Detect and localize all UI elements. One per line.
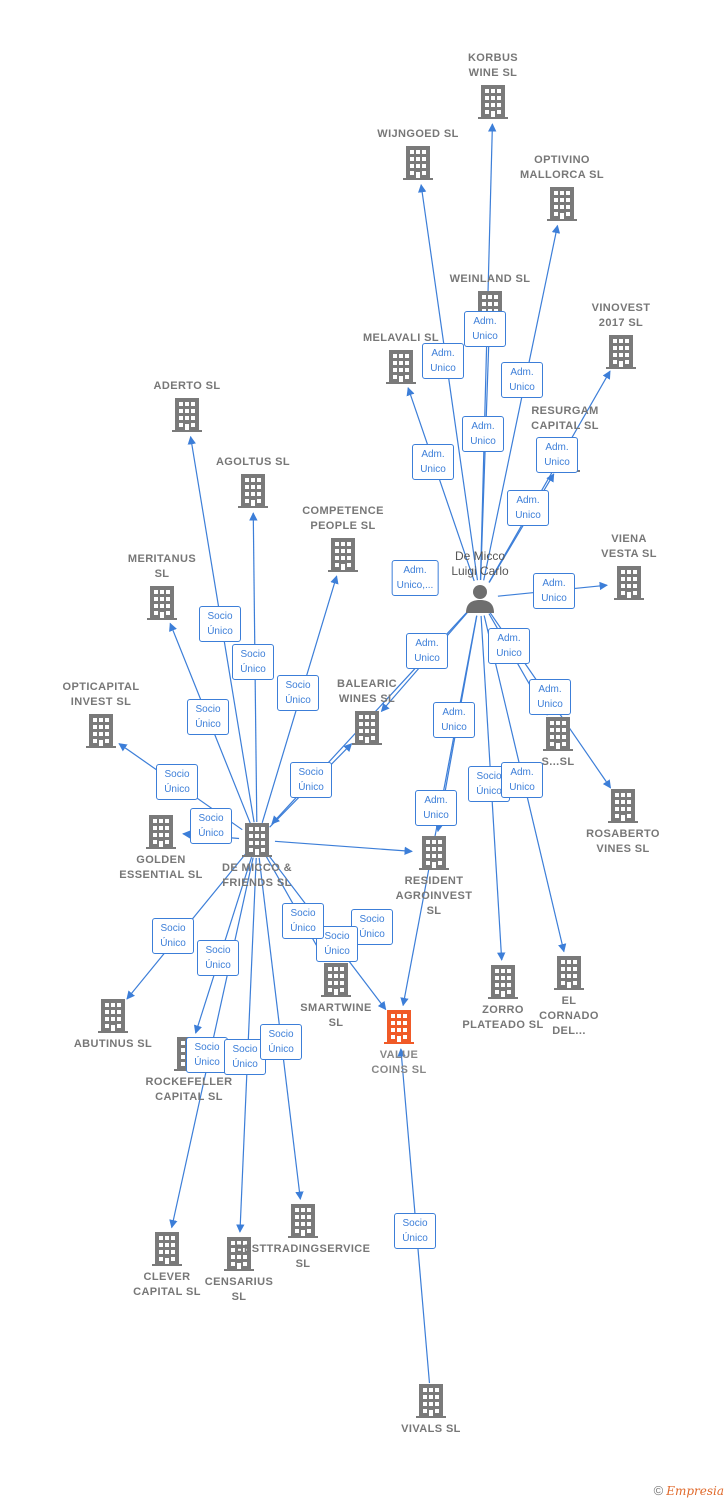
node-label-wijngoed: WIJNGOED SL bbox=[377, 128, 459, 140]
edge-label: Socio Único bbox=[282, 903, 324, 939]
node-label-golden: GOLDEN ESSENTIAL SL bbox=[119, 854, 203, 881]
building-icon-sl_right[interactable] bbox=[543, 717, 573, 751]
node-label-sl_right: S...SL bbox=[541, 756, 575, 768]
edge-person-wijngoed bbox=[418, 183, 479, 581]
node-label-besttrading: BESTTRADINGSERVICE SL bbox=[235, 1243, 371, 1270]
building-icon-besttrading[interactable] bbox=[288, 1204, 318, 1238]
building-icon-melavali[interactable] bbox=[386, 350, 416, 384]
edge-label: Adm. Unico bbox=[501, 362, 543, 398]
node-label-clever: CLEVER CAPITAL SL bbox=[133, 1271, 201, 1298]
building-icon-balearic[interactable] bbox=[352, 711, 382, 745]
edge-label: Adm. Unico bbox=[462, 416, 504, 452]
edge-label: Socio Único bbox=[232, 644, 274, 680]
node-label-agoltus: AGOLTUS SL bbox=[215, 456, 291, 468]
node-label-korbus: KORBUS WINE SL bbox=[467, 52, 519, 79]
node-label-resident: RESIDENT AGROINVEST SL bbox=[395, 875, 473, 917]
edge-label: Adm. Unico,... bbox=[391, 560, 439, 596]
building-icon-smartwine[interactable] bbox=[321, 963, 351, 997]
footer-brand: ©Empresia bbox=[654, 1483, 724, 1498]
edge-demiccofriends-resident bbox=[274, 840, 413, 856]
edge-person-weinland bbox=[480, 329, 494, 581]
node-label-censarius: CENSARIUS SL bbox=[204, 1276, 274, 1303]
edge-label: Adm. Unico bbox=[536, 437, 578, 473]
edge-label: Socio Único bbox=[394, 1213, 436, 1249]
edge-label: Socio Único bbox=[190, 808, 232, 844]
edge-label: Socio Único bbox=[186, 1037, 228, 1073]
edge-label: Adm. Unico bbox=[464, 311, 506, 347]
edge-label: Adm. Unico bbox=[422, 343, 464, 379]
node-label-melavali: MELAVALI SL bbox=[362, 332, 440, 344]
building-icon-vivals[interactable] bbox=[416, 1384, 446, 1418]
edge-label: Socio Único bbox=[152, 918, 194, 954]
node-label-competence: COMPETENCE PEOPLE SL bbox=[302, 505, 384, 532]
edge-label: Socio Único bbox=[260, 1024, 302, 1060]
node-label-valuecoins: VALUE COINS SL bbox=[371, 1049, 427, 1076]
building-icon-meritanus[interactable] bbox=[147, 586, 177, 620]
edge-label: Adm. Unico bbox=[415, 790, 457, 826]
building-icon-optivino[interactable] bbox=[547, 187, 577, 221]
building-icon-aderto[interactable] bbox=[172, 398, 202, 432]
node-label-opticapital: OPTICAPITAL INVEST SL bbox=[62, 681, 140, 708]
node-label-smartwine: SMARTWINE SL bbox=[300, 1002, 372, 1029]
edge-label: Socio Único bbox=[277, 675, 319, 711]
node-label-resurgam: RESURGAM CAPITAL SL bbox=[531, 405, 599, 432]
edge-label: Socio Único bbox=[187, 699, 229, 735]
edge-label: Adm. Unico bbox=[488, 628, 530, 664]
building-icon-vienavesta[interactable] bbox=[614, 566, 644, 600]
building-icon-golden[interactable] bbox=[146, 815, 176, 849]
edge-label: Adm. Unico bbox=[406, 633, 448, 669]
node-label-person: De Micco Luigi Carlo bbox=[451, 549, 509, 578]
building-icon-wijngoed[interactable] bbox=[403, 146, 433, 180]
node-label-demiccofriends: DE MICCO & FRIENDS SL bbox=[222, 862, 292, 889]
edge-label: Socio Único bbox=[197, 940, 239, 976]
node-label-weinland: WEINLAND SL bbox=[449, 273, 531, 285]
building-icon-elcornado[interactable] bbox=[554, 956, 584, 990]
edge-person-optivino bbox=[483, 224, 561, 581]
edge-label: Socio Único bbox=[199, 606, 241, 642]
brand-logo: Empresia bbox=[666, 1484, 724, 1498]
edge-label: Adm. Unico bbox=[533, 573, 575, 609]
edge-label: Socio Único bbox=[156, 764, 198, 800]
building-icon-competence[interactable] bbox=[328, 538, 358, 572]
edge-label: Adm. Unico bbox=[412, 444, 454, 480]
node-label-vinovest: VINOVEST 2017 SL bbox=[591, 302, 651, 329]
edge-person-korbus bbox=[479, 123, 497, 581]
node-label-optivino: OPTIVINO MALLORCA SL bbox=[519, 154, 605, 181]
node-label-meritanus: MERITANUS SL bbox=[127, 553, 197, 580]
building-icon-opticapital[interactable] bbox=[86, 714, 116, 748]
building-icon-korbus[interactable] bbox=[478, 85, 508, 119]
node-label-vivals: VIVALS SL bbox=[401, 1423, 461, 1435]
edge-label: Adm. Unico bbox=[529, 679, 571, 715]
node-label-rockefeller: ROCKEFELLER CAPITAL SL bbox=[145, 1076, 233, 1103]
node-label-abutinus: ABUTINUS SL bbox=[73, 1038, 153, 1050]
node-label-balearic: BALEARIC WINES SL bbox=[336, 678, 398, 705]
edge-label: Adm. Unico bbox=[501, 762, 543, 798]
edge-label: Socio Único bbox=[290, 762, 332, 798]
node-label-zorro: ZORRO PLATEADO SL bbox=[462, 1004, 544, 1031]
building-icon-agoltus[interactable] bbox=[238, 474, 268, 508]
building-icon-demiccofriends[interactable] bbox=[242, 823, 272, 857]
edge-label: Adm. Unico bbox=[507, 490, 549, 526]
building-icon-rosaberto[interactable] bbox=[608, 789, 638, 823]
person-icon-person[interactable] bbox=[466, 585, 494, 613]
copyright-icon: © bbox=[653, 1483, 664, 1498]
node-label-elcornado: EL CORNADO DEL... bbox=[539, 995, 599, 1037]
edge-person-melavali bbox=[406, 387, 475, 582]
node-label-vienavesta: VIENA VESTA SL bbox=[601, 533, 657, 560]
building-icon-vinovest[interactable] bbox=[606, 335, 636, 369]
edge-label: Adm. Unico bbox=[433, 702, 475, 738]
building-icon-abutinus[interactable] bbox=[98, 999, 128, 1033]
node-label-aderto: ADERTO SL bbox=[153, 380, 221, 392]
node-label-rosaberto: ROSABERTO VINES SL bbox=[586, 828, 660, 855]
edge-label: Socio Único bbox=[351, 909, 393, 945]
building-icon-resident[interactable] bbox=[419, 836, 449, 870]
building-icon-clever[interactable] bbox=[152, 1232, 182, 1266]
